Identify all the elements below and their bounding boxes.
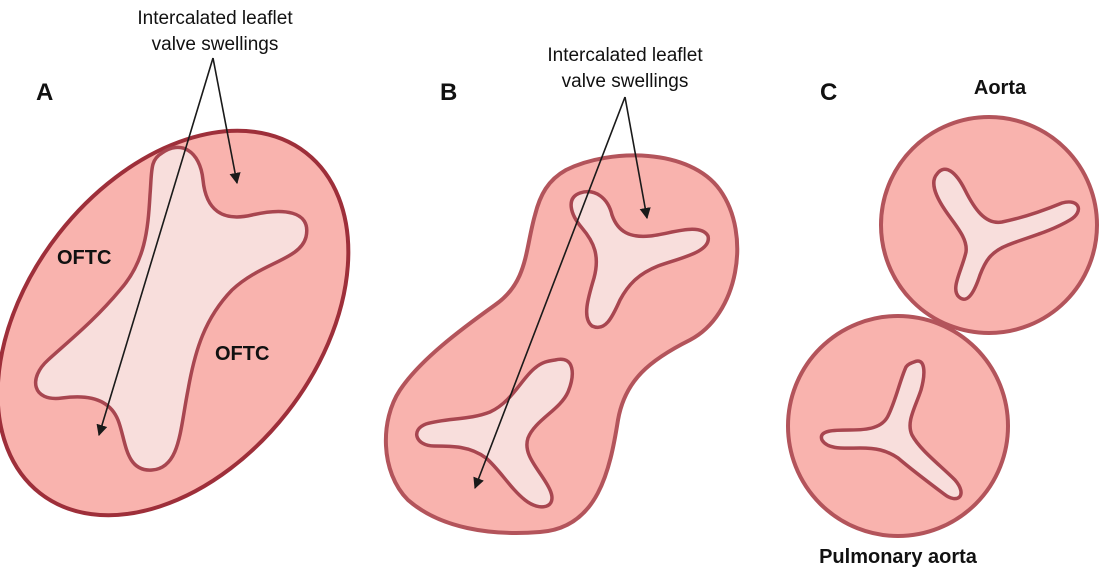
panel-b-callout-line2: valve swellings [562,71,689,92]
panel-a-oftc-label-left: OFTC [57,247,111,269]
panel-b-letter: B [440,79,457,106]
panel-b-outflow-tract-cushion [386,155,737,533]
panel-c-letter: C [820,79,837,106]
panel-b: B Intercalated leaflet valve swellings [386,45,737,533]
panel-a-callout-line1: Intercalated leaflet [137,8,293,29]
panel-a-callout-line2: valve swellings [152,34,279,55]
aorta-label: Aorta [974,77,1027,99]
panel-a-letter: A [36,79,53,106]
panel-c: C Aorta Pulmonary aorta [788,77,1097,568]
panel-a-oftc-label-right: OFTC [215,343,269,365]
panel-a: A OFTC OFTC Intercalated leaflet valve s… [0,8,420,571]
panel-b-callout-line1: Intercalated leaflet [547,45,703,66]
pulmonary-aorta-label: Pulmonary aorta [819,546,978,568]
